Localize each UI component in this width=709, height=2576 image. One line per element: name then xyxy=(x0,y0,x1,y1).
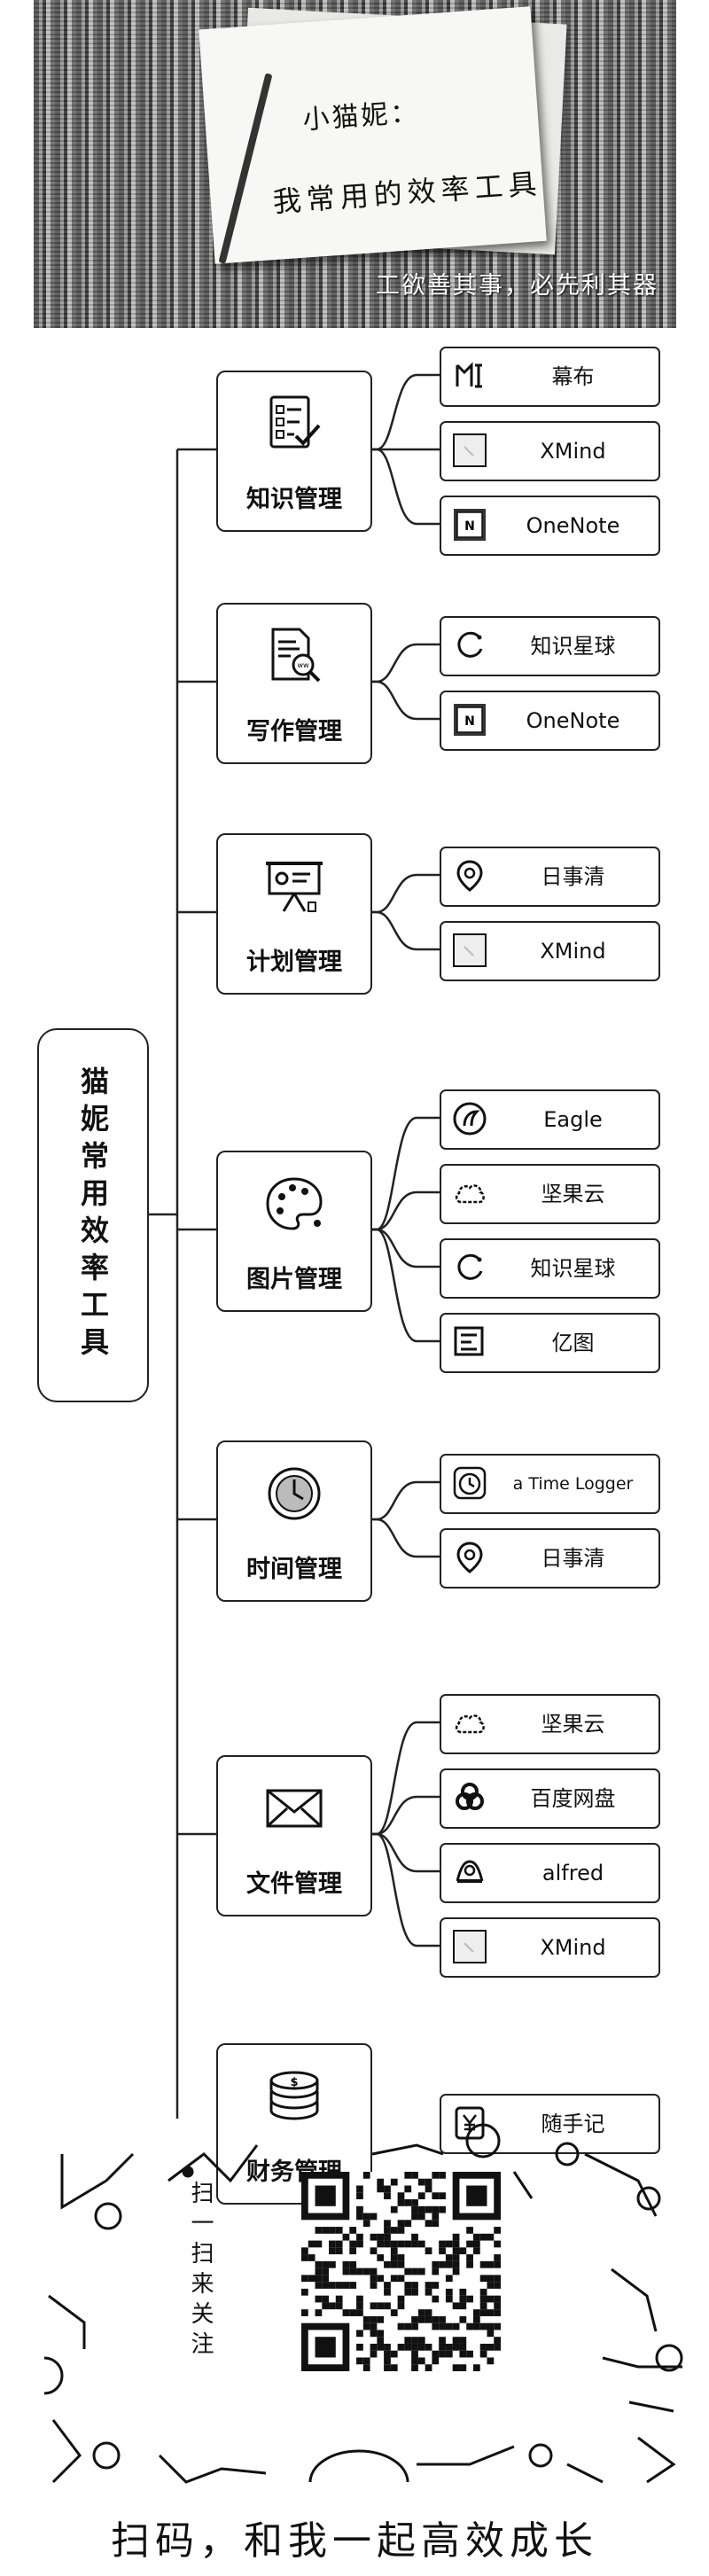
header-motto: 工欲善其事，必先利其器 xyxy=(376,272,658,300)
footer: 扫一扫来关注 扫码，和我一起高效成长 xyxy=(0,2119,709,2576)
clock-icon xyxy=(268,1467,321,1520)
tool-node: 百度网盘 xyxy=(440,1768,660,1829)
zsxq-icon xyxy=(457,1253,483,1280)
tool-node: XMind xyxy=(440,1917,660,1978)
svg-text:N: N xyxy=(464,714,475,729)
tool-node: XMind xyxy=(440,921,660,981)
tool-label: 亿图 xyxy=(551,1331,595,1355)
presentation-icon xyxy=(266,862,323,912)
tool-node: XMind xyxy=(440,421,660,481)
tool-label: OneNote xyxy=(526,708,620,733)
tool-label: XMind xyxy=(540,439,606,464)
category-label: 图片管理 xyxy=(246,1266,342,1293)
tool-node: 知识星球 xyxy=(440,1238,660,1299)
header-banner: 小猫妮： 我常用的效率工具 工欲善其事，必先利其器 xyxy=(34,0,676,328)
location-pin-icon xyxy=(456,1542,483,1573)
tool-node: alfred xyxy=(440,1843,660,1903)
xmind-icon xyxy=(453,1930,487,1963)
tool-label: 百度网盘 xyxy=(530,1786,616,1811)
edraw-icon xyxy=(454,1326,484,1356)
scan-to-follow-label: 扫一扫来关注 xyxy=(187,2181,214,2361)
onenote-icon: N xyxy=(454,704,486,736)
category-node-3: 图片管理 xyxy=(216,1151,372,1312)
root-label: 猫妮常用效率工具 xyxy=(76,1066,110,1364)
tool-label: XMind xyxy=(540,939,606,964)
category-label: 文件管理 xyxy=(246,1870,342,1898)
xmind-icon xyxy=(453,433,487,467)
tool-node: N OneNote xyxy=(440,691,660,751)
tool-label: Eagle xyxy=(543,1107,603,1132)
tool-node: 知识星球 xyxy=(440,616,660,676)
constellation-decoration xyxy=(43,2123,683,2484)
cloud-icon xyxy=(455,1184,485,1204)
tool-label: OneNote xyxy=(526,513,620,538)
header-title: 小猫妮： xyxy=(301,97,421,137)
onenote-icon: N xyxy=(454,509,486,541)
category-label: 写作管理 xyxy=(246,718,342,745)
document-search-icon: ww xyxy=(271,628,321,683)
root-node: 猫妮常用效率工具 xyxy=(37,1028,149,1402)
timer-icon xyxy=(453,1466,487,1500)
category-node-5: 文件管理 xyxy=(216,1755,372,1916)
category-label: 知识管理 xyxy=(246,486,342,513)
tool-node: 日事清 xyxy=(440,1528,660,1589)
yen-icon xyxy=(455,2106,485,2140)
tool-label: a Time Logger xyxy=(512,1474,634,1494)
svg-text:$: $ xyxy=(290,2076,298,2089)
mubu-icon xyxy=(456,362,482,388)
qr-code[interactable] xyxy=(301,2172,501,2371)
tool-label: 坚果云 xyxy=(541,1712,605,1737)
tool-label: 日事清 xyxy=(541,1546,605,1571)
tool-label: 知识星球 xyxy=(530,634,616,659)
tool-node: 坚果云 xyxy=(440,1164,660,1224)
svg-text:N: N xyxy=(464,519,475,534)
xmind-icon xyxy=(453,933,487,967)
tool-node: 随手记 xyxy=(440,2094,660,2154)
connector-lines xyxy=(145,373,440,2119)
tool-node: 亿图 xyxy=(440,1313,660,1373)
palette-icon xyxy=(266,1177,323,1230)
tool-label: 随手记 xyxy=(541,2112,605,2136)
header-subtitle: 我常用的效率工具 xyxy=(271,166,543,219)
baidu-pan-icon xyxy=(456,1783,484,1810)
tool-node: N OneNote xyxy=(440,496,660,556)
cloud-icon xyxy=(455,1714,485,1734)
category-node-1: ww 写作管理 xyxy=(216,603,372,764)
tool-node: Eagle xyxy=(440,1089,660,1150)
tool-label: 幕布 xyxy=(551,364,595,389)
coins-icon: $ xyxy=(269,2071,319,2120)
tool-node: 日事清 xyxy=(440,847,660,907)
category-label: 时间管理 xyxy=(246,1556,342,1583)
tool-label: 知识星球 xyxy=(530,1256,616,1281)
tool-node: a Time Logger xyxy=(440,1454,660,1514)
tool-node: 幕布 xyxy=(440,347,660,407)
category-node-0: 知识管理 xyxy=(216,371,372,532)
svg-text:ww: ww xyxy=(297,661,309,669)
category-node-4: 时间管理 xyxy=(216,1440,372,1602)
tool-label: XMind xyxy=(540,1935,606,1960)
envelope-icon xyxy=(266,1789,323,1828)
location-pin-icon xyxy=(456,860,483,892)
tool-label: alfred xyxy=(541,1861,604,1885)
category-label: 计划管理 xyxy=(246,948,342,976)
zsxq-icon xyxy=(457,631,483,658)
category-node-2: 计划管理 xyxy=(216,833,372,995)
tool-label: 坚果云 xyxy=(541,1182,605,1206)
tool-node: 坚果云 xyxy=(440,1694,660,1754)
tool-label: 日事清 xyxy=(541,864,605,889)
eagle-icon xyxy=(453,1102,487,1136)
checklist-icon xyxy=(269,395,321,449)
alfred-icon xyxy=(456,1860,484,1883)
slogan: 扫码，和我一起高效成长 xyxy=(111,2518,598,2564)
